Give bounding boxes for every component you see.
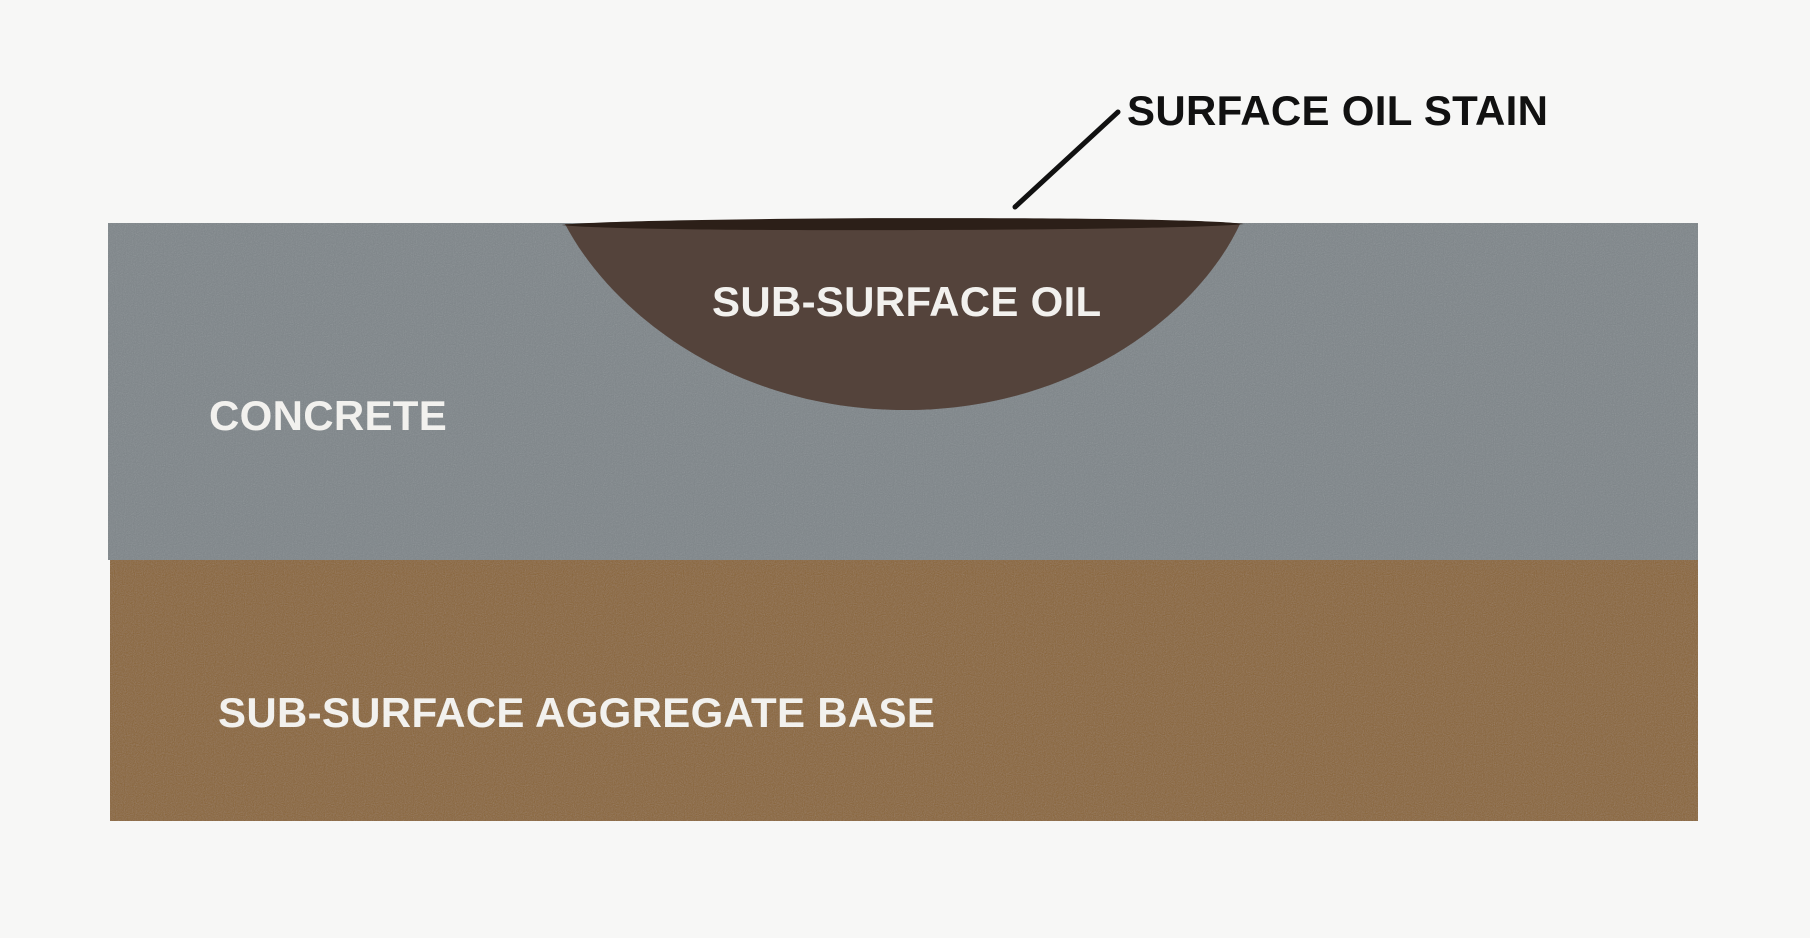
surface-oil-stain-leader-line — [1012, 109, 1121, 210]
surface-oil-stain-label: SURFACE OIL STAIN — [1127, 87, 1549, 134]
aggregate-base-layer — [110, 560, 1698, 821]
concrete-label: CONCRETE — [209, 392, 448, 439]
aggregate-base-label: SUB-SURFACE AGGREGATE BASE — [218, 689, 936, 736]
sub-surface-oil-label: SUB-SURFACE OIL — [712, 278, 1102, 325]
sub-surface-oil-lens — [565, 224, 1240, 410]
surface-oil-stain — [562, 218, 1244, 231]
